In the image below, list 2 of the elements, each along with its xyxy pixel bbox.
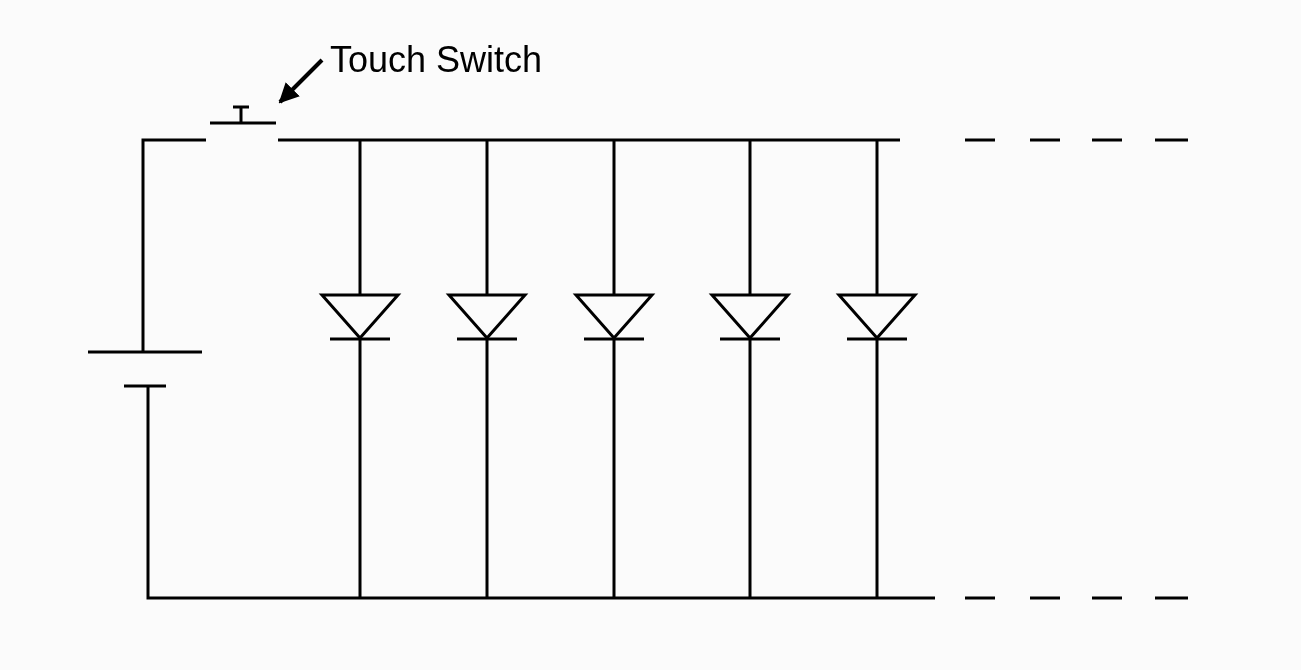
component-label: Touch Switch	[330, 42, 543, 78]
leader-arrow	[278, 58, 324, 104]
